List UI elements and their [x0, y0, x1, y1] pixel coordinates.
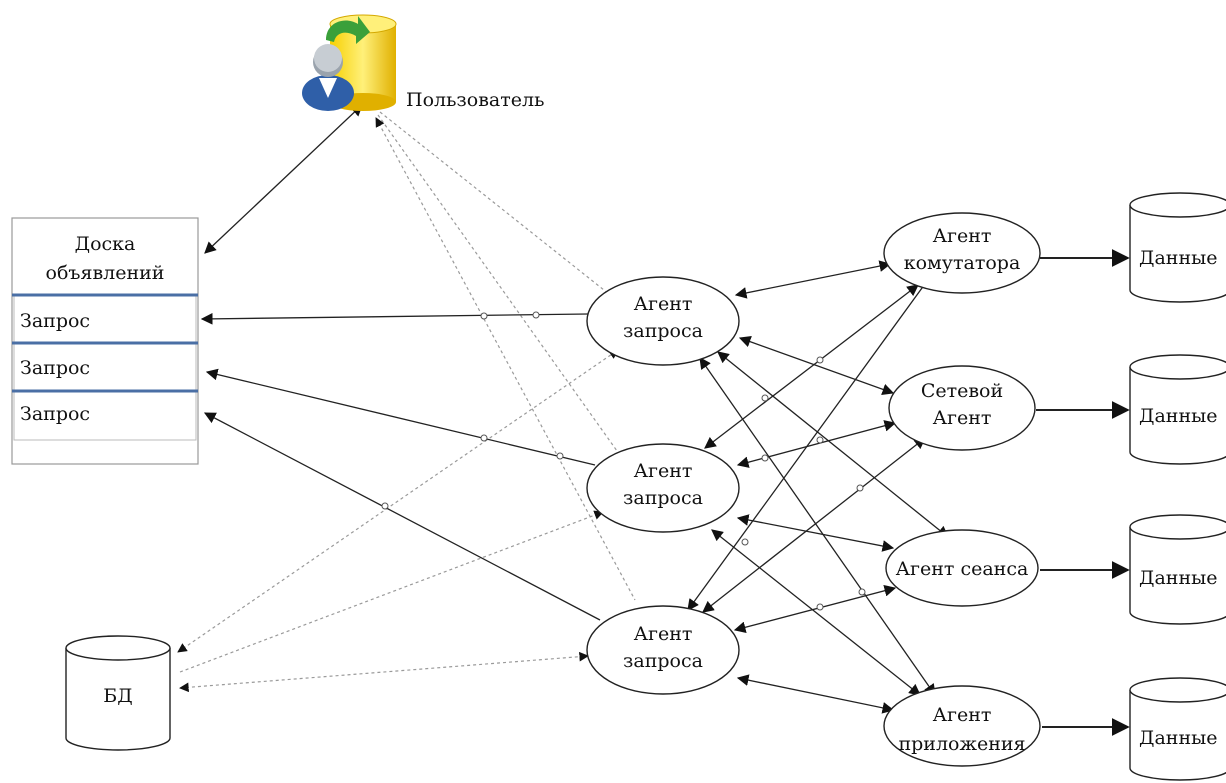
switch-agent: Агент комутатора	[883, 212, 1041, 294]
query-agent-2-line2: запроса	[623, 487, 703, 509]
query-agent-1-line1: Агент	[634, 293, 693, 315]
data-store-2-label: Данные	[1139, 405, 1217, 427]
crossing-hops	[381, 311, 866, 611]
query-agent-2: Агент запроса	[586, 443, 740, 533]
user-database-icon	[302, 14, 397, 111]
data-store-2: Данные	[1129, 354, 1226, 465]
user-query2-link	[377, 114, 628, 466]
board-row-2: Запрос	[20, 357, 90, 379]
board-row-1: Запрос	[20, 310, 90, 332]
data-store-3-label: Данные	[1139, 567, 1217, 589]
crossing-hop	[858, 588, 866, 596]
solid-links	[200, 104, 1130, 736]
board-title-line2: объявлений	[46, 262, 165, 284]
query-agent-3-line1: Агент	[634, 623, 693, 645]
crossing-hop	[761, 454, 769, 462]
crossing-hop	[381, 502, 389, 510]
query-agent-1-line2: запроса	[623, 320, 703, 342]
crossing-hop	[856, 484, 864, 492]
query1-to-board-row1	[200, 313, 589, 325]
q2-app	[711, 529, 921, 696]
crossing-hop	[816, 436, 824, 444]
crossing-hop	[532, 311, 540, 319]
crossing-hop	[480, 434, 488, 442]
app-agent-line1: Агент	[933, 704, 992, 726]
data-store-4-label: Данные	[1139, 727, 1217, 749]
bulletin-board: Доска объявлений Запрос Запрос Запрос	[11, 217, 199, 465]
session-agent-line1: Агент сеанса	[896, 558, 1029, 580]
q1-network	[738, 336, 895, 395]
user-query1-link	[379, 111, 615, 299]
board-title-line1: Доска	[75, 233, 136, 255]
network-agent-line1: Сетевой	[921, 380, 1003, 402]
data-store-4: Данные	[1129, 677, 1226, 781]
db-cylinder: БД	[65, 635, 171, 751]
network-agent: Сетевой Агент	[888, 365, 1036, 451]
q1-switch	[734, 260, 892, 299]
query2-to-board-row2	[205, 368, 596, 466]
crossing-hop	[816, 603, 824, 611]
user-board-link	[204, 104, 363, 254]
q2-network	[736, 420, 897, 468]
db-query1-link	[177, 349, 619, 653]
session-agent: Агент сеанса	[885, 529, 1039, 607]
switch-agent-line1: Агент	[933, 225, 992, 247]
board-row-3: Запрос	[20, 403, 90, 425]
crossing-hop	[761, 394, 769, 402]
switch-agent-line2: комутатора	[904, 252, 1021, 274]
query-agent-2-line1: Агент	[634, 460, 693, 482]
crossing-hop	[556, 452, 564, 460]
db-query2-link	[179, 510, 604, 673]
db-query3-link	[179, 651, 589, 693]
query-agent-3: Агент запроса	[586, 605, 740, 695]
q3-network	[702, 437, 926, 613]
q3-app	[736, 674, 895, 714]
data-store-3: Данные	[1129, 514, 1226, 625]
app-agent: Агент приложения	[883, 685, 1041, 767]
query-agent-1: Агент запроса	[586, 276, 740, 366]
user-query3-link	[375, 117, 636, 601]
data-store-1: Данные	[1129, 192, 1226, 303]
query-agent-3-line2: запроса	[623, 650, 703, 672]
data-store-1-label: Данные	[1139, 247, 1217, 269]
query3-to-board-row3	[203, 412, 601, 621]
db-label: БД	[103, 685, 132, 707]
user-label: Пользователь	[406, 89, 544, 111]
crossing-hop	[480, 312, 488, 320]
crossing-hop	[741, 538, 749, 546]
q3-session	[733, 585, 897, 633]
app-agent-line2: приложения	[898, 733, 1025, 755]
network-agent-line2: Агент	[933, 407, 992, 429]
crossing-hop	[816, 356, 824, 364]
dotted-links	[177, 111, 636, 693]
